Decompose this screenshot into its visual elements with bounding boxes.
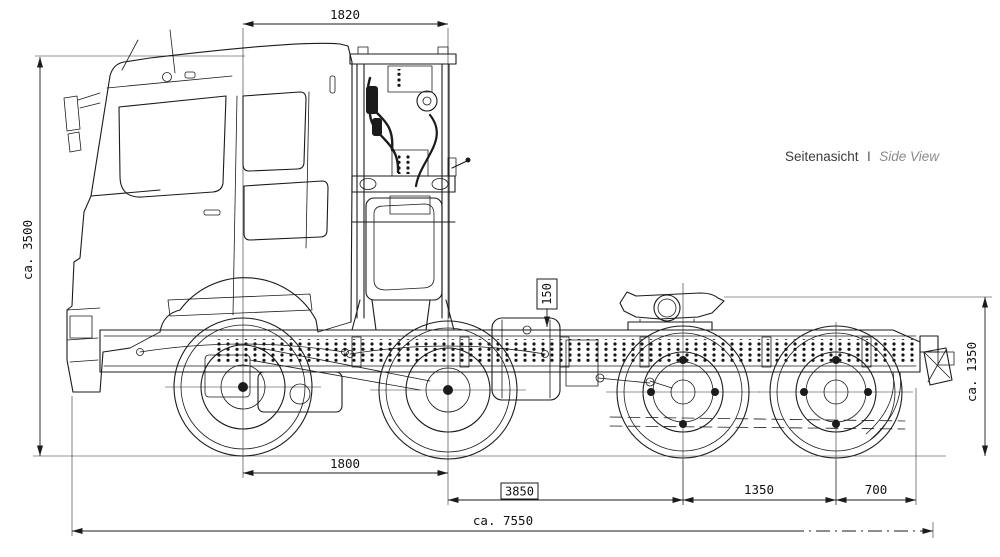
door-seam-front	[232, 95, 238, 316]
dimension-label-1800: 1800	[330, 456, 360, 471]
cab-window-front	[118, 95, 227, 198]
rear-underride-guard	[919, 335, 955, 386]
fuel-tank	[491, 317, 561, 401]
grab-handle	[329, 75, 336, 94]
wheels	[173, 317, 903, 460]
dimension-label-height: ca. 3500	[20, 220, 35, 280]
wheel-axle-3	[616, 325, 750, 459]
side-skirt	[167, 293, 313, 317]
roof-beacon	[162, 72, 172, 82]
cab-window-rear-lower	[243, 180, 329, 241]
headlight	[69, 315, 93, 339]
tower-component	[366, 86, 378, 114]
dimension-label-1820: 1820	[330, 7, 360, 22]
cooling-tower	[343, 46, 471, 331]
fifth-wheel-coupling	[619, 291, 725, 331]
dimension-label-overall: ca. 7550	[473, 513, 533, 528]
fifth-wheel-baseplate	[627, 321, 713, 331]
cab-window-rear-upper	[242, 91, 307, 172]
truck-side-view	[63, 29, 955, 460]
extension-lines	[71, 388, 934, 538]
dimension-label-700: 700	[865, 482, 888, 497]
dimension-box-150	[536, 278, 558, 310]
gearbox	[257, 371, 343, 413]
lever-bracket	[447, 157, 457, 177]
bumper-lower	[72, 347, 131, 393]
tank-filler	[522, 325, 532, 335]
front-wheel-arch	[159, 277, 319, 333]
door-seam-rear	[305, 91, 310, 249]
suspension-link	[609, 416, 906, 422]
battery-box	[565, 339, 599, 387]
view-title: Seitenasicht I Side View	[785, 148, 940, 165]
tower-leg-right	[425, 299, 455, 331]
chassis-frame	[99, 329, 921, 441]
mirror	[63, 92, 101, 153]
sun-visor	[106, 75, 233, 89]
view-title-english: Side View	[879, 149, 940, 164]
tower-beam	[351, 175, 456, 193]
antenna	[121, 29, 196, 82]
hood-line	[90, 189, 161, 197]
u-joint	[595, 373, 605, 383]
view-title-separator: I	[867, 149, 871, 164]
leaf-spring-axle1	[139, 343, 346, 353]
driveline	[136, 317, 906, 430]
steering-gear	[204, 354, 251, 398]
stored-fender	[373, 203, 435, 291]
view-title-german: Seitenasicht	[785, 149, 859, 164]
dimension-label-150: 150	[540, 283, 554, 305]
pulley	[416, 90, 438, 112]
frame-bolt-holes	[215, 339, 915, 364]
wheel-axle-4	[769, 325, 903, 459]
dimension-label-1350: 1350	[744, 482, 774, 497]
dimensions: 1820 ca. 3500 150 ca. 1350 1800 3850 135…	[20, 7, 988, 538]
tower-lower-frame	[365, 197, 443, 301]
lever-knob	[465, 157, 471, 163]
wheel-axle-1	[173, 317, 313, 457]
door-handle	[203, 209, 221, 216]
centerlines	[33, 28, 992, 505]
dimension-box-3850	[500, 482, 539, 500]
leaf-spring-axle2	[349, 345, 546, 355]
dimension-label-3850: 3850	[505, 485, 534, 499]
tower-plate-top	[387, 65, 433, 93]
wheel-axle-2	[378, 320, 518, 460]
cab	[63, 29, 353, 393]
dimension-label-fifth-wheel-height: ca. 1350	[964, 342, 979, 402]
